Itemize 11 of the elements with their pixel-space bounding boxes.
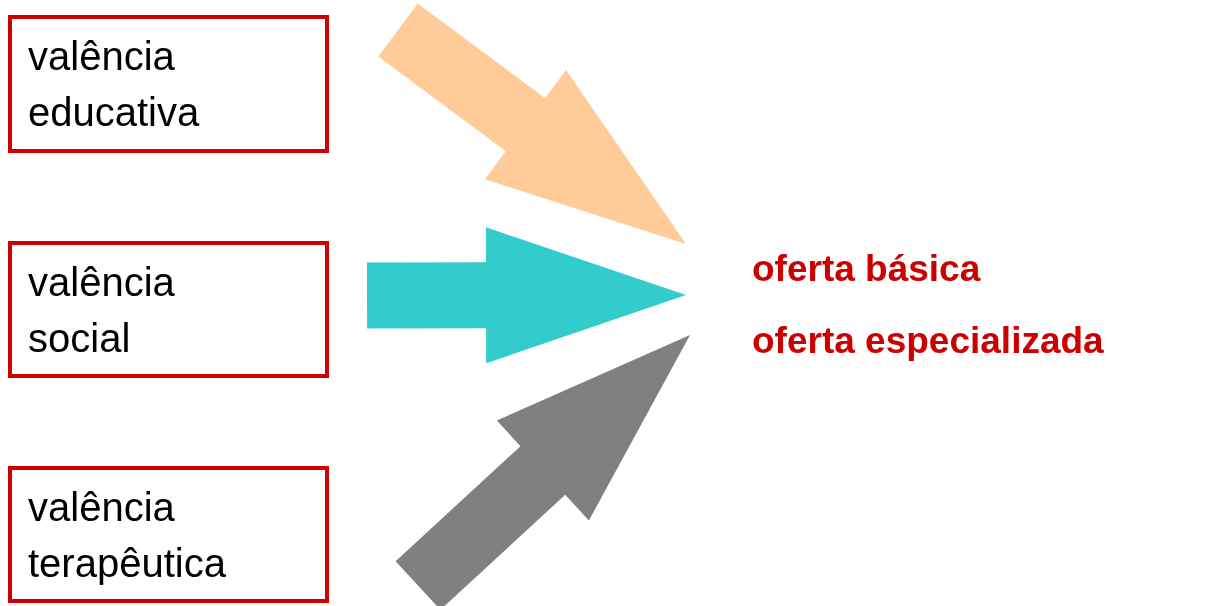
category-box [8,15,329,153]
category-box [8,241,329,378]
block-arrow [378,3,686,244]
category-box [8,466,329,603]
block-arrow [366,227,686,364]
result-label: oferta básica [752,247,981,290]
result-label: oferta especializada [752,319,1104,362]
block-arrow [395,335,690,606]
box-text: valência social [28,258,176,362]
box-text: valência educativa [28,33,201,136]
box-text: valência terapêutica [28,483,227,587]
